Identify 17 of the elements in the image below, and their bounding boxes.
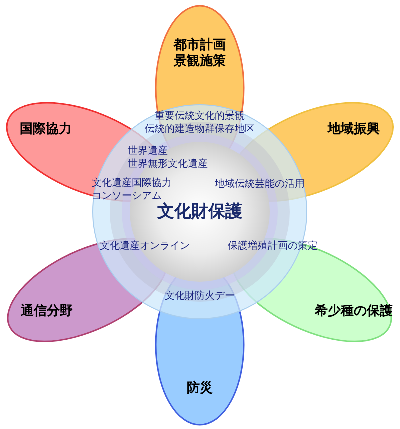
center-title: 文化財保護 (156, 201, 244, 224)
item-label: 文化財防火デー (164, 290, 236, 303)
item-label: 保護増殖計画の策定 (228, 240, 318, 253)
petal-label: 防災 (187, 381, 213, 397)
petal-label: 景観施策 (174, 54, 226, 70)
petal-label: 地域振興 (328, 122, 380, 138)
item-label: 世界遺産 (128, 145, 168, 158)
item-label: 文化遺産国際協力コンソーシアム (92, 177, 173, 202)
item-label: 重要伝統文化的景観 (154, 110, 246, 123)
petal-label: 国際協力 (20, 122, 72, 138)
item-label: 伝統的建造物群保存地区 (144, 123, 256, 136)
petal-label: 希少種の保護 (314, 304, 393, 320)
petal-label: 都市計画 (174, 38, 226, 54)
item-label: 文化遺産オンライン (100, 240, 190, 253)
item-label: 世界無形文化遺産 (128, 158, 208, 171)
item-label: 地域伝統芸能の活用 (215, 178, 305, 191)
petal-label: 通信分野 (21, 304, 73, 320)
